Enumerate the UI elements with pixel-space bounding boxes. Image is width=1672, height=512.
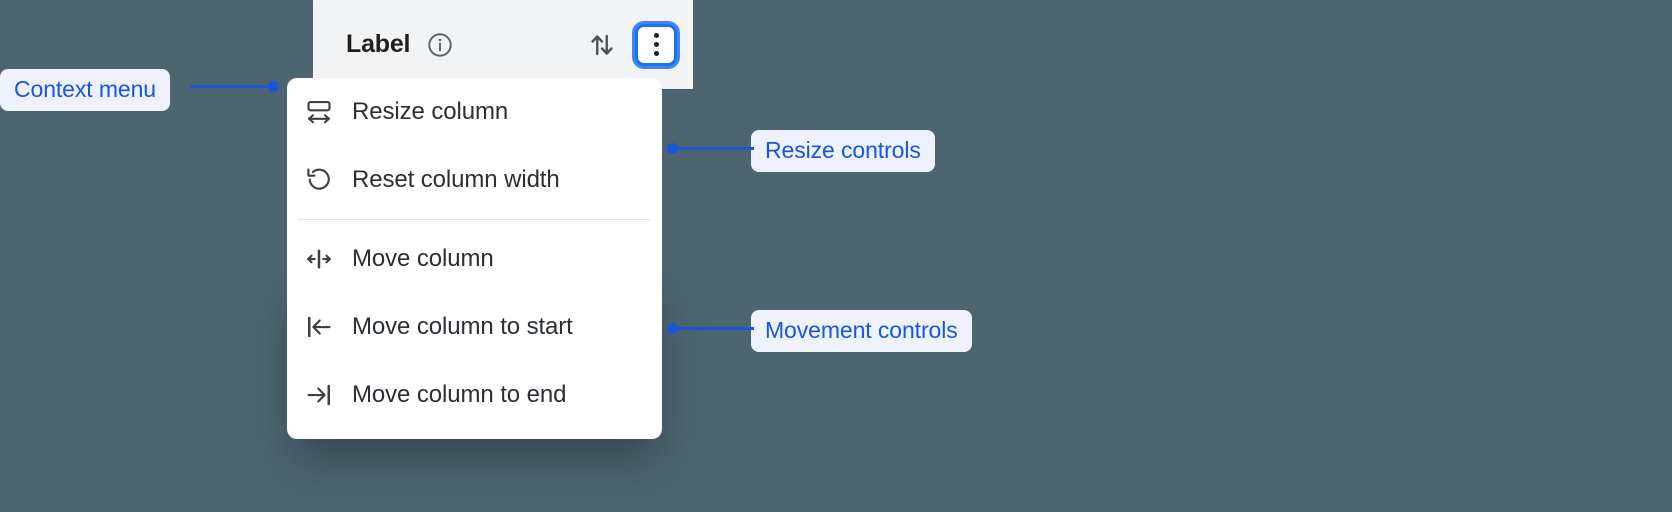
column-header-panel: Label [313, 0, 693, 89]
annotation-anchor-dot-context-menu [268, 81, 279, 92]
menu-item-label: Move column to start [352, 313, 573, 340]
move-to-end-icon [304, 380, 334, 410]
kebab-menu-icon [653, 33, 659, 56]
menu-item-label: Reset column width [352, 166, 560, 193]
menu-item-label: Move column to end [352, 381, 567, 408]
annotation-anchor-dot-resize-controls [667, 143, 678, 154]
menu-item-move-column-to-end[interactable]: Move column to end [287, 361, 662, 429]
reset-width-icon [304, 165, 334, 195]
column-menu-button[interactable] [635, 23, 677, 66]
annotation-leader-line-context-menu [190, 85, 274, 88]
menu-group-resize: Resize column Reset column width [287, 78, 662, 214]
resize-column-icon [304, 97, 334, 127]
annotation-resize-controls: Resize controls [751, 130, 935, 173]
move-to-start-icon [304, 312, 334, 342]
annotation-leader-line-movement-controls [672, 327, 754, 330]
annotation-anchor-dot-movement-controls [667, 323, 678, 334]
column-header-title: Label [346, 30, 411, 58]
column-context-menu: Resize column Reset column width [287, 78, 662, 439]
move-column-icon [304, 244, 334, 274]
menu-group-movement: Move column Move column to start [287, 225, 662, 429]
menu-item-move-column[interactable]: Move column [287, 225, 662, 293]
info-circle-icon[interactable] [426, 31, 454, 59]
menu-item-label: Move column [352, 245, 494, 272]
menu-item-label: Resize column [352, 98, 509, 125]
annotation-leader-line-resize-controls [672, 147, 754, 150]
menu-divider [298, 219, 650, 220]
menu-item-resize-column[interactable]: Resize column [287, 78, 662, 146]
sort-arrows-icon[interactable] [587, 30, 617, 60]
annotation-movement-controls: Movement controls [751, 310, 972, 353]
menu-item-reset-column-width[interactable]: Reset column width [287, 146, 662, 214]
menu-item-move-column-to-start[interactable]: Move column to start [287, 293, 662, 361]
annotation-context-menu: Context menu [0, 69, 170, 112]
